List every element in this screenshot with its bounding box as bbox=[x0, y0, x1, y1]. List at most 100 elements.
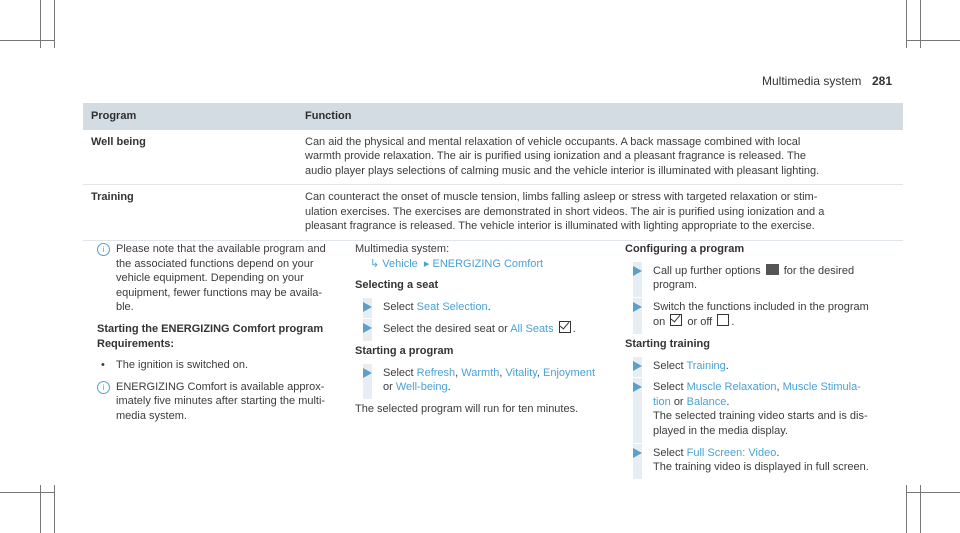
menu-item-refresh[interactable]: Refresh bbox=[416, 366, 456, 379]
text-line: ENERGIZING Comfort is available approx- bbox=[116, 380, 325, 393]
page-number: 281 bbox=[872, 74, 893, 88]
text-line: equipment, fewer functions may be availa… bbox=[116, 286, 323, 299]
step: Select Refresh, Warmth, Vitality, Enjoym… bbox=[355, 363, 623, 399]
menu-item-seat-selection[interactable]: Seat Selection bbox=[416, 300, 488, 313]
heading-starting-program: Starting the ENERGIZING Comfort program bbox=[97, 322, 324, 335]
punctuation: . bbox=[572, 323, 576, 336]
step-arrow-icon bbox=[363, 367, 372, 378]
crop-mark bbox=[54, 0, 55, 48]
menu-item-muscle-relaxation[interactable]: Muscle Relaxation bbox=[686, 381, 777, 394]
column-right: Configuring a program Call up further op… bbox=[625, 242, 910, 479]
program-name: Training bbox=[83, 184, 297, 241]
note-equipment: i Please note that the available program… bbox=[97, 242, 347, 315]
step-bar bbox=[633, 297, 642, 334]
info-icon: i bbox=[97, 380, 110, 394]
table-header-row: Program Function bbox=[83, 103, 903, 130]
step-arrow-icon bbox=[633, 301, 642, 312]
step: Call up further options for the desired … bbox=[625, 261, 910, 297]
crop-mark bbox=[0, 492, 55, 493]
menu-item-balance[interactable]: Balance bbox=[686, 395, 727, 408]
step-text: Select the desired seat or bbox=[383, 323, 508, 336]
step-text: for the desired bbox=[783, 264, 855, 277]
table-row: Well being Can aid the physical and ment… bbox=[83, 129, 903, 185]
step-text: program. bbox=[653, 279, 698, 292]
punctuation: . bbox=[726, 395, 730, 408]
program-function: Can counteract the onset of muscle tensi… bbox=[297, 184, 903, 241]
bullet-icon: • bbox=[101, 359, 105, 372]
menu-path: ↳ Vehicle ▸ ENERGIZING Comfort bbox=[355, 257, 623, 272]
heading-starting-training: Starting training bbox=[625, 337, 710, 350]
menu-item-warmth[interactable]: Warmth bbox=[461, 366, 500, 379]
requirements-label: Requirements: bbox=[97, 337, 175, 350]
step-bar bbox=[633, 443, 642, 479]
note-availability: i ENERGIZING Comfort is available approx… bbox=[97, 380, 347, 424]
crop-mark bbox=[906, 40, 960, 41]
punctuation: , bbox=[455, 366, 459, 379]
text-line: vehicle equipment. Depending on your bbox=[116, 272, 304, 285]
text-line: media system. bbox=[116, 409, 187, 422]
menu-item-muscle-stimulation[interactable]: tion bbox=[653, 395, 671, 408]
checkbox-checked-icon bbox=[558, 321, 571, 334]
options-icon bbox=[765, 263, 779, 275]
step-arrow-icon bbox=[633, 265, 642, 276]
menu-item-muscle-stimulation[interactable]: Muscle Stimula- bbox=[782, 381, 861, 394]
step-text: or bbox=[383, 381, 393, 394]
punctuation: . bbox=[447, 381, 451, 394]
step-arrow-icon bbox=[633, 360, 642, 371]
heading-starting-program: Starting a program bbox=[355, 344, 454, 357]
menu-item-training[interactable]: Training bbox=[686, 359, 726, 372]
step: Select Full Screen: Video. The training … bbox=[625, 443, 910, 479]
menu-path-intro: Multimedia system: bbox=[355, 243, 450, 255]
step-bar bbox=[633, 378, 642, 443]
program-table: Program Function Well being Can aid the … bbox=[83, 103, 903, 241]
step-text: Select bbox=[383, 366, 414, 379]
heading-selecting-seat: Selecting a seat bbox=[355, 279, 439, 292]
step-arrow-icon bbox=[363, 323, 372, 334]
crop-mark bbox=[0, 40, 55, 41]
step: Select Seat Selection. bbox=[355, 297, 623, 319]
menu-item-energizing-comfort[interactable]: ENERGIZING Comfort bbox=[432, 257, 544, 270]
step-text: Select bbox=[383, 300, 414, 313]
crop-mark bbox=[40, 0, 41, 48]
step-text: on bbox=[653, 316, 666, 329]
step-text: Select bbox=[653, 381, 684, 394]
punctuation: , bbox=[499, 366, 503, 379]
crop-mark bbox=[920, 485, 921, 533]
step: Switch the functions included in the pro… bbox=[625, 297, 910, 334]
text-line: Can aid the physical and mental relaxati… bbox=[305, 135, 801, 148]
text-line: audio player plays selections of calming… bbox=[305, 164, 820, 177]
checkbox-empty-icon bbox=[717, 314, 730, 327]
step-text: Call up further options bbox=[653, 264, 761, 277]
column-left: i Please note that the available program… bbox=[97, 242, 347, 424]
text-line: Can counteract the onset of muscle tensi… bbox=[305, 191, 818, 203]
menu-item-vehicle[interactable]: Vehicle bbox=[382, 257, 418, 270]
requirement-text: The ignition is switched on. bbox=[116, 359, 249, 372]
punctuation: . bbox=[731, 316, 735, 329]
submenu-arrow-icon: ↳ bbox=[370, 257, 380, 270]
requirement-item: • The ignition is switched on. bbox=[97, 358, 347, 373]
column-header-function: Function bbox=[297, 103, 903, 130]
step: Select the desired seat or All Seats . bbox=[355, 319, 623, 341]
heading-configuring-program: Configuring a program bbox=[625, 243, 745, 255]
crop-mark bbox=[906, 492, 960, 493]
step-bar bbox=[633, 261, 642, 297]
menu-item-vitality[interactable]: Vitality bbox=[505, 366, 537, 379]
text-line: imately five minutes after starting the … bbox=[116, 395, 326, 408]
crop-mark bbox=[920, 0, 921, 48]
menu-item-all-seats[interactable]: All Seats bbox=[510, 323, 554, 336]
program-name: Well being bbox=[83, 129, 297, 185]
crop-mark bbox=[906, 0, 907, 48]
menu-item-enjoyment[interactable]: Enjoyment bbox=[543, 366, 596, 379]
step: Select Training. bbox=[625, 356, 910, 378]
punctuation: , bbox=[536, 366, 540, 379]
step-text: Select bbox=[653, 446, 684, 459]
step-text: or off bbox=[687, 316, 713, 329]
text-line: ble. bbox=[116, 301, 134, 314]
info-icon: i bbox=[97, 243, 110, 256]
menu-item-full-screen-video[interactable]: Full Screen: Video bbox=[686, 446, 777, 459]
step-arrow-icon bbox=[633, 447, 642, 458]
step-text: Select bbox=[653, 359, 684, 372]
menu-item-well-being[interactable]: Well-being bbox=[395, 381, 448, 394]
crop-mark bbox=[40, 485, 41, 533]
text-line: the associated functions depend on your bbox=[116, 257, 314, 270]
